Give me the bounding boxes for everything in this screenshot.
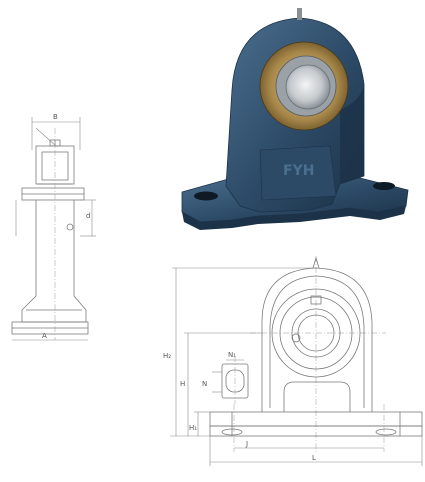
label-side-bore: d <box>86 212 90 220</box>
photo-base-front <box>182 206 406 230</box>
photo-left-bolt-slot <box>194 191 218 201</box>
front-view: H₂ H H₁ N N₁ J L <box>163 256 423 466</box>
label-front-base-height: H₁ <box>189 424 197 432</box>
photo-brand-mark: FYH <box>283 163 314 179</box>
photo-pedestal-side <box>340 84 364 184</box>
photo-front-rib <box>259 145 337 201</box>
label-front-bolt-diameter: N <box>202 380 207 388</box>
photo-right-bolt-slot <box>373 182 395 190</box>
label-side-base-length: A <box>42 332 47 340</box>
label-front-center-height: H <box>180 380 185 388</box>
label-front-length: L <box>312 454 316 462</box>
side-view: B d A <box>11 113 96 341</box>
bearing-photo: FYH <box>181 8 409 230</box>
label-side-top-width: B <box>53 113 58 121</box>
label-front-bolt-spacing: J <box>245 440 248 448</box>
label-front-slot-width: N₁ <box>228 351 236 359</box>
photo-bore <box>285 64 331 110</box>
label-front-total-height: H₂ <box>163 352 171 360</box>
photo-grease-nipple <box>297 8 302 20</box>
